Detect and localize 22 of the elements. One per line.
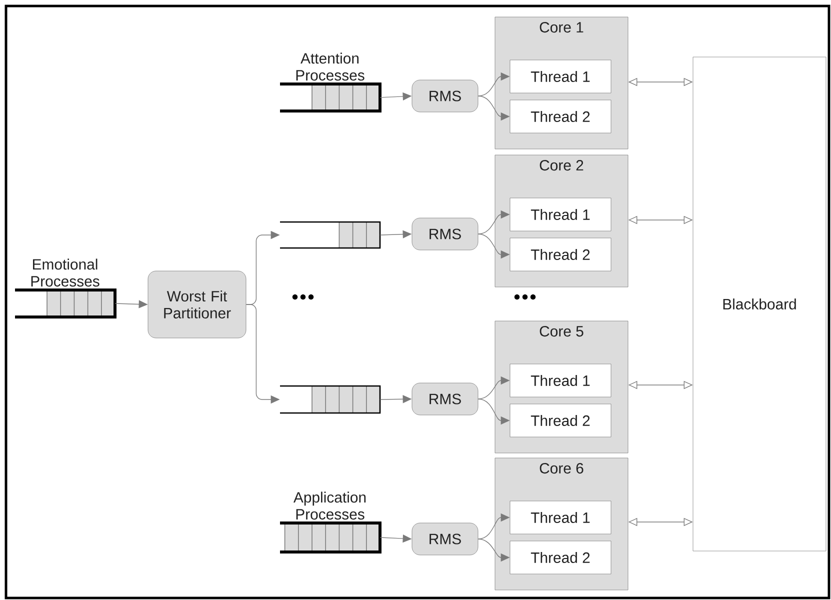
thread-box: Thread 2 [510,100,612,134]
queue [280,52,382,112]
thread-box: Thread 2 [510,404,612,438]
thread-box: Thread 1 [510,364,612,398]
queue [280,221,381,249]
process-box: RMS [412,218,478,250]
queue [280,492,382,554]
queue-label: Application Processes [293,492,366,520]
blackboard-box: Blackboard [692,56,826,552]
process-box: Worst Fit Partitioner [148,270,246,338]
thread-box: Thread 2 [510,238,612,272]
thread-box: Thread 1 [510,500,612,534]
queue-label: Attention Processes [296,52,364,81]
thread-box: Thread 2 [510,540,612,574]
queue [15,258,116,318]
process-box: RMS [412,522,478,556]
process-box: RMS [412,80,478,112]
thread-box: Thread 1 [510,198,612,232]
process-box: RMS [412,382,478,416]
thread-box: Thread 1 [510,60,612,94]
queue-label: Emotional Processes [31,258,100,287]
queue [280,385,381,414]
